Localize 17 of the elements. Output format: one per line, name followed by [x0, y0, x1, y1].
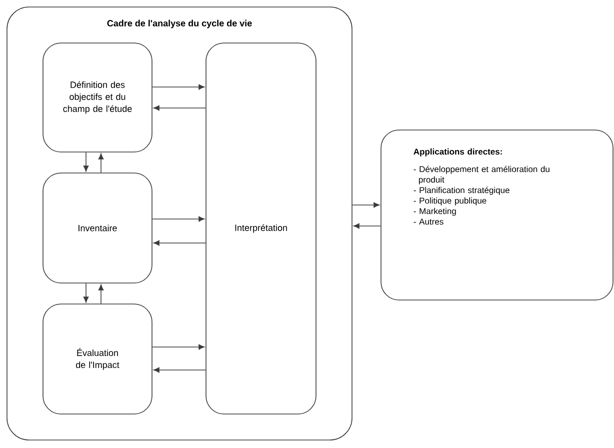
- arrow: [152, 344, 205, 350]
- arrow: [98, 153, 104, 173]
- process-box: Interprétation: [206, 42, 316, 414]
- arrow: [152, 216, 205, 222]
- arrow: [98, 284, 104, 304]
- arrow: [352, 202, 380, 208]
- arrow: [83, 152, 89, 172]
- arrow: [153, 240, 206, 246]
- arrow: [353, 223, 381, 229]
- arrow: [83, 283, 89, 303]
- arrow: [153, 105, 206, 111]
- process-box: Inventaire: [42, 172, 152, 284]
- process-box: Définition des objectifs et du champ de l'étude: [42, 42, 152, 152]
- process-box: Évaluation de l'Impact: [42, 304, 152, 414]
- arrow: [153, 367, 206, 373]
- applications-box: Applications directes: - Développement et amélioration du produit - Planification stratégique - Politique publique - Marketing - Autres: [380, 130, 614, 300]
- arrow: [152, 84, 205, 90]
